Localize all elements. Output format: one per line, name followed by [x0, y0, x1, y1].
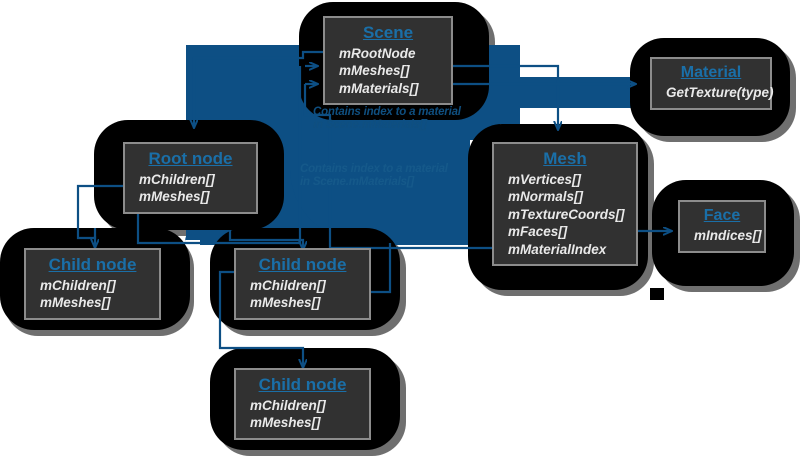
field-mtexturecoords: mTextureCoords[]	[508, 206, 625, 222]
edge-materialindex-to-materials	[303, 84, 498, 250]
node-mesh[interactable]: Mesh mVertices[] mNormals[] mTextureCoor…	[492, 142, 638, 267]
node-face[interactable]: Face mIndices[]	[678, 200, 766, 253]
field-childbot-mmeshes: mMeshes[]	[250, 415, 321, 431]
edge-scene-rootnode	[194, 50, 330, 128]
node-child-middle-title: Child node	[258, 255, 347, 274]
field-childmid-mchildren: mChildren[]	[250, 277, 326, 293]
edge-scene-mesh	[411, 64, 558, 130]
field-mvertices: mVertices[]	[508, 171, 582, 187]
field-mrootnode: mRootNode	[339, 45, 416, 61]
field-root-mchildren: mChildren[]	[139, 171, 215, 187]
node-child-node-left[interactable]: Child node mChildren[] mMeshes[]	[24, 248, 161, 320]
node-scene-fields: mRootNode mMeshes[] mMaterials[]	[333, 45, 443, 98]
node-face-fields: mIndices[]	[688, 227, 762, 245]
node-child-bottom-fields: mChildren[] mMeshes[]	[244, 397, 361, 432]
node-scene-title: Scene	[362, 23, 414, 42]
node-child-node-bottom[interactable]: Child node mChildren[] mMeshes[]	[234, 368, 371, 440]
artifact-square	[650, 288, 664, 300]
field-childmid-mmeshes: mMeshes[]	[250, 295, 321, 311]
node-child-bottom-title: Child node	[258, 375, 347, 394]
node-child-left-fields: mChildren[] mMeshes[]	[34, 277, 151, 312]
node-material[interactable]: Material GetTexture(type)	[650, 57, 774, 110]
edge-root-child-middle	[228, 230, 303, 250]
field-mnormals: mNormals[]	[508, 189, 584, 205]
node-root-node-title: Root node	[148, 149, 233, 168]
node-material-fields: GetTexture(type)	[660, 84, 774, 102]
node-scene[interactable]: Scene mRootNode mMeshes[] mMaterials[]	[323, 16, 453, 106]
field-mmaterialindex: mMaterialIndex	[508, 241, 607, 257]
node-material-title: Material	[680, 64, 742, 81]
field-gettexture: GetTexture(type)	[666, 85, 774, 101]
node-root-node-fields: mChildren[] mMeshes[]	[133, 171, 248, 206]
field-mfaces: mFaces[]	[508, 224, 568, 240]
node-child-middle-fields: mChildren[] mMeshes[]	[244, 277, 361, 312]
field-childbot-mchildren: mChildren[]	[250, 397, 326, 413]
node-child-node-middle[interactable]: Child node mChildren[] mMeshes[]	[234, 248, 371, 320]
field-mmeshes: mMeshes[]	[339, 63, 410, 79]
node-mesh-fields: mVertices[] mNormals[] mTextureCoords[] …	[502, 171, 628, 259]
annotation-material-index-ghost: Contains index to a material in Scene.mM…	[300, 163, 448, 188]
node-mesh-title: Mesh	[543, 149, 587, 168]
field-mindices: mIndices[]	[694, 228, 762, 244]
field-childleft-mchildren: mChildren[]	[40, 277, 116, 293]
node-root-node[interactable]: Root node mChildren[] mMeshes[]	[123, 142, 258, 214]
field-mmaterials: mMaterials[]	[339, 80, 419, 96]
field-childleft-mmeshes: mMeshes[]	[40, 295, 111, 311]
node-face-title: Face	[703, 207, 741, 224]
node-child-left-title: Child node	[48, 255, 137, 274]
annotation-material-index: Contains index to a material in Scene.mM…	[313, 106, 461, 131]
edge-childmid-childbottom	[218, 270, 303, 368]
field-root-mmeshes: mMeshes[]	[139, 189, 210, 205]
